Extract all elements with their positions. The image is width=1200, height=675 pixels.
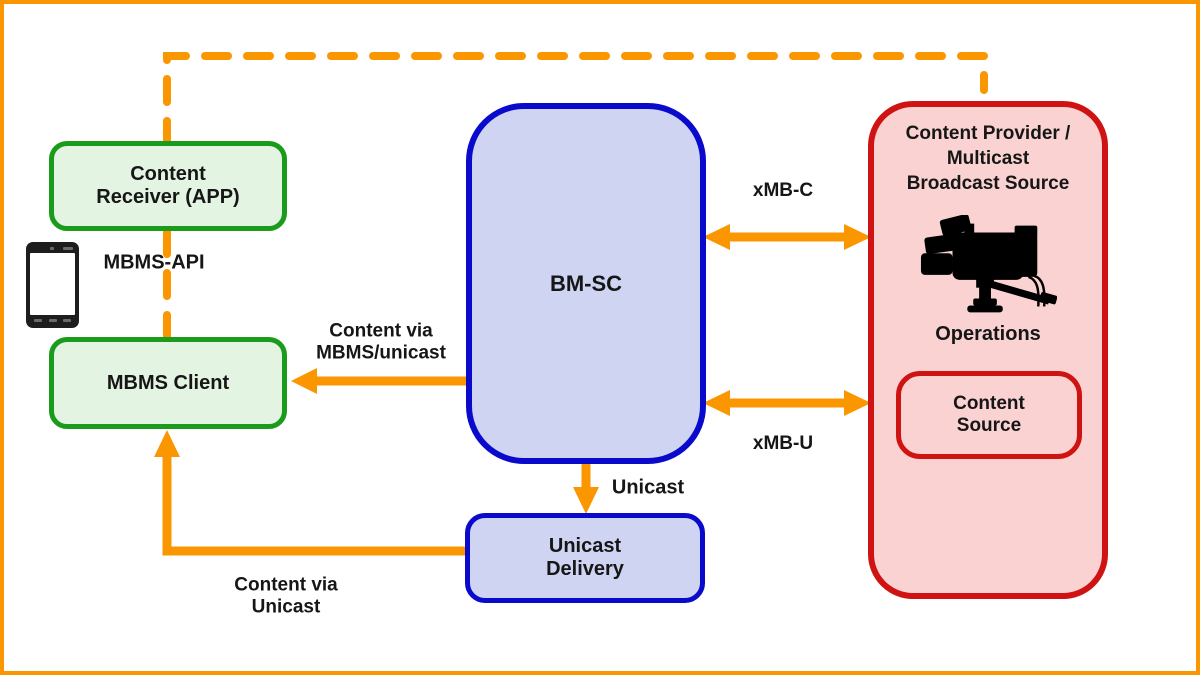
content-provider-node: Content Provider / Multicast Broadcast S… (868, 101, 1108, 599)
content-via-mbms-label: Content via MBMS/unicast (316, 320, 446, 363)
phone-screen (30, 253, 75, 315)
bm-sc-node: BM-SC (466, 103, 706, 464)
unicast-label: Unicast (611, 476, 685, 499)
video-camera-icon (920, 215, 1057, 313)
connector-layer (154, 52, 988, 556)
content-provider-title: Content Provider / Multicast Broadcast S… (905, 123, 1071, 194)
arrow-content-via-mbms (291, 368, 470, 394)
arrow-xmb-c (703, 224, 871, 250)
xmb-c-label: xMB-C (752, 180, 814, 202)
arrow-content-via-unicast (154, 430, 466, 556)
operations-label: Operations (935, 323, 1041, 345)
phone-nav-home (49, 319, 57, 322)
xmb-u-label: xMB-U (752, 433, 814, 455)
arrow-xmb-u (703, 390, 871, 416)
dashed-connector-top (163, 52, 988, 148)
arrow-unicast (573, 462, 599, 514)
phone-nav-recent (63, 319, 71, 322)
phone-nav-back (34, 319, 42, 322)
unicast-delivery-node: Unicast Delivery (465, 513, 705, 603)
content-source-node: Content Source (896, 371, 1082, 459)
smartphone-icon (26, 242, 79, 328)
phone-camera-dot (50, 247, 54, 250)
content-receiver-node: Content Receiver (APP) (49, 141, 287, 231)
content-via-unicast-label: Content via Unicast (234, 574, 338, 617)
mbms-client-node: MBMS Client (49, 337, 287, 429)
mbms-api-label: MBMS-API (103, 251, 205, 274)
phone-speaker (63, 247, 73, 250)
